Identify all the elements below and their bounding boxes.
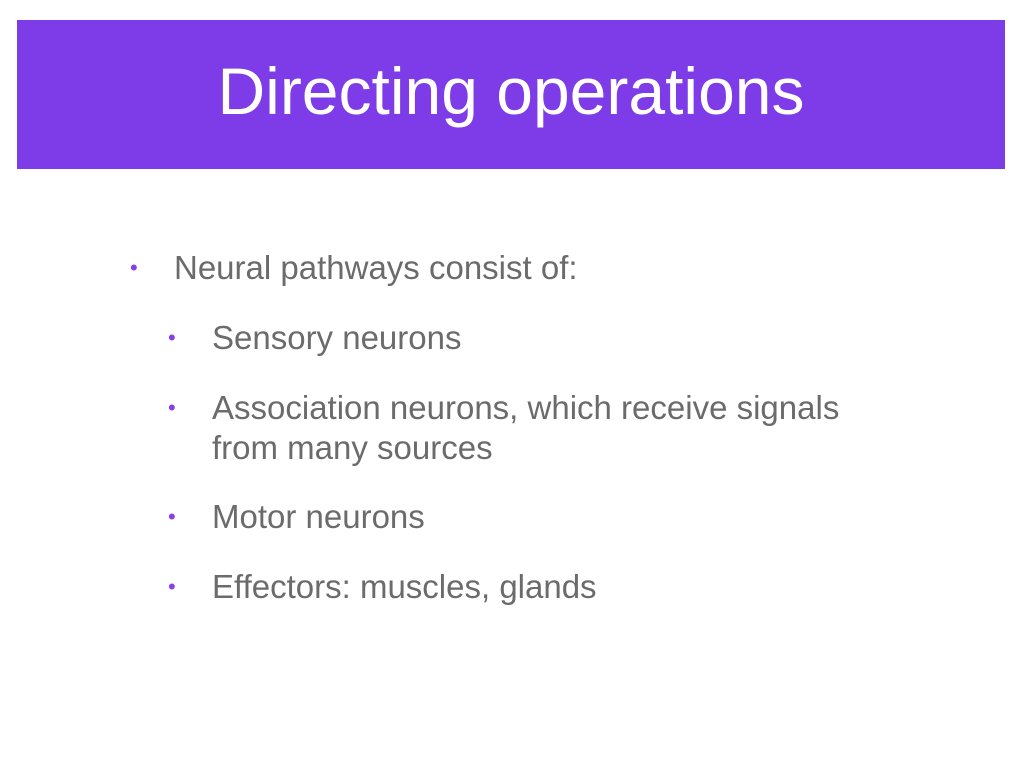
bullet-list: • Neural pathways consist of: • Sensory … xyxy=(130,248,890,637)
bullet-icon: • xyxy=(168,325,176,350)
bullet-text: Neural pathways consist of: xyxy=(174,249,578,286)
bullet-icon: • xyxy=(168,395,176,420)
bullet-item-neural-pathways: • Neural pathways consist of: xyxy=(130,248,890,288)
bullet-icon: • xyxy=(168,574,176,600)
bullet-icon: • xyxy=(130,255,138,280)
bullet-item-motor-neurons: • Motor neurons xyxy=(168,497,890,537)
bullet-text: Motor neurons xyxy=(212,498,425,536)
bullet-item-association-neurons: • Association neurons, which receive sig… xyxy=(168,388,890,467)
bullet-text: Effectors: muscles, glands xyxy=(212,568,597,606)
bullet-icon: • xyxy=(168,504,176,530)
slide-title: Directing operations xyxy=(217,53,805,128)
bullet-text: Sensory neurons xyxy=(212,319,462,356)
bullet-text: Association neurons, which receive signa… xyxy=(212,389,840,466)
title-bar: Directing operations xyxy=(17,20,1005,169)
bullet-item-effectors: • Effectors: muscles, glands xyxy=(168,567,890,607)
bullet-item-sensory-neurons: • Sensory neurons xyxy=(168,318,890,358)
